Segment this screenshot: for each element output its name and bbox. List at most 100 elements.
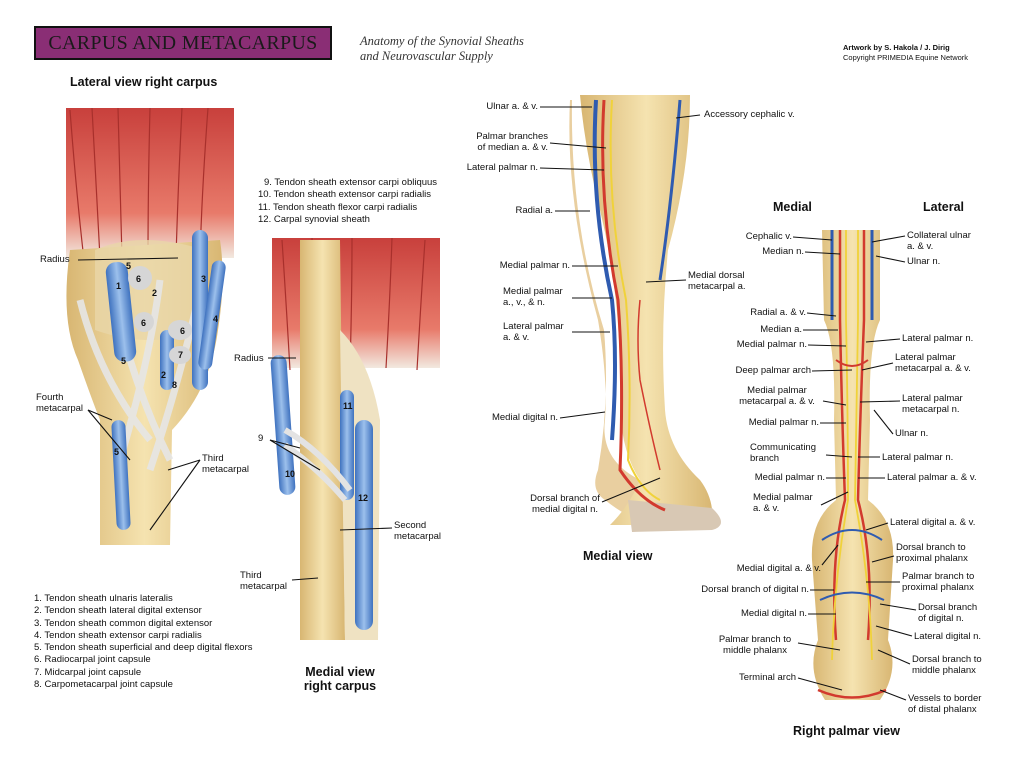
label-medial-palmar-n-3: Medial palmar n. [754, 472, 825, 483]
label-third-metacarpal-lateral-line2: metacarpal [202, 464, 249, 475]
legend-item: 12. Carpal synovial sheath [258, 213, 370, 225]
label-nine: 9 [258, 433, 264, 444]
label-palmar-branch-middle: Palmar branch to middle phalanx [712, 634, 798, 656]
label-medial-palmar-n-medial: Medial palmar n. [499, 260, 570, 271]
label-vessels-distal-phalanx-line1: Vessels to border [908, 693, 982, 704]
label-medial-palmar-avn: Medial palmar a., v., & n. [503, 286, 563, 308]
credit-line-1: Artwork by S. Hakola / J. Dirig [843, 43, 950, 52]
medial-carpus-heading: Medial view right carpus [290, 665, 390, 693]
label-median-a: Median a. [760, 324, 802, 335]
number-10: 10 [285, 469, 296, 479]
label-palmar-branches-median: Palmar branches of median a. & v. [440, 131, 548, 153]
label-dorsal-branch-digital-n-line1: Dorsal branch [918, 602, 978, 613]
label-dorsal-branch-middle-line2: middle phalanx [912, 665, 976, 676]
label-accessory-cephalic: Accessory cephalic v. [704, 109, 795, 120]
label-vessels-distal-phalanx: Vessels to border of distal phalanx [908, 693, 981, 715]
label-radius-lateral: Radius [40, 254, 70, 265]
title-banner: CARPUS AND METACARPUS [34, 26, 332, 60]
label-lateral-palmar-metacarpal-n-line1: Lateral palmar [902, 393, 963, 404]
label-deep-palmar-arch: Deep palmar arch [735, 365, 811, 376]
legend-item: 2. Tendon sheath lateral digital extenso… [34, 605, 202, 617]
label-collateral-ulnar: Collateral ulnar a. & v. [907, 230, 971, 252]
legend-item: 11. Tendon sheath flexor carpi radialis [258, 201, 418, 213]
label-lateral-palmar-av-line1: Lateral palmar [503, 321, 564, 332]
label-medial-palmar-metacarpal: Medial palmar metacarpal a. & v. [732, 385, 822, 407]
label-medial-palmar-n-1: Medial palmar n. [736, 339, 807, 350]
label-medial-palmar-av-line2: a. & v. [753, 503, 780, 514]
number-2-low: 2 [161, 370, 167, 380]
label-dorsal-branch-middle-line1: Dorsal branch to [912, 654, 982, 665]
legend-item: 8. Carpometacarpal joint capsule [34, 679, 173, 691]
subtitle: Anatomy of the Synovial Sheaths and Neur… [360, 34, 524, 64]
legend-item: 5. Tendon sheath superficial and deep di… [34, 642, 253, 654]
label-lateral-palmar-metacarpal-av: Lateral palmar metacarpal a. & v. [895, 352, 971, 374]
label-medial-palmar-metacarpal-line2: metacarpal a. & v. [739, 396, 815, 407]
label-fourth-metacarpal-line2: metacarpal [36, 403, 83, 414]
label-lateral-palmar-n-1: Lateral palmar n. [902, 333, 974, 344]
palmar-medial-heading: Medial [773, 200, 812, 214]
label-third-metacarpal-lateral: Third metacarpal [202, 453, 249, 475]
label-medial-dorsal-metacarpal-line1: Medial dorsal [688, 270, 745, 281]
medial-view-heading: Medial view [583, 549, 653, 563]
label-dorsal-branch-digital-n: Dorsal branch of digital n. [701, 584, 809, 595]
legend-item: 9. Tendon sheath extensor carpi obliquus [264, 177, 438, 188]
label-medial-palmar-n-2: Medial palmar n. [748, 417, 819, 428]
medial-leg-illustration [569, 95, 721, 532]
label-collateral-ulnar-line2: a. & v. [907, 241, 934, 252]
number-4: 4 [213, 314, 219, 324]
number-6-mid: 6 [141, 318, 147, 328]
label-lateral-digital-n: Lateral digital n. [914, 631, 982, 642]
label-lateral-palmar-av: Lateral palmar a. & v. [887, 472, 977, 483]
number-5-mid: 5 [121, 356, 127, 366]
label-medial-palmar-avn-line2: a., v., & n. [503, 297, 546, 308]
label-fourth-metacarpal: Fourth metacarpal [36, 392, 83, 414]
subtitle-line-2: and Neurovascular Supply [360, 49, 493, 63]
label-lateral-palmar-av-line2: a. & v. [503, 332, 530, 343]
label-third-metacarpal-lateral-line1: Third [202, 453, 224, 464]
label-medial-digital-av: Medial digital a. & v. [736, 563, 821, 574]
label-lateral-digital-av: Lateral digital a. & v. [890, 517, 976, 528]
label-dorsal-branch-medial-digital: Dorsal branch of medial digital n. [520, 493, 610, 515]
label-second-metacarpal-line2: metacarpal [394, 531, 441, 542]
label-lateral-palmar-metacarpal-n: Lateral palmar metacarpal n. [902, 393, 963, 415]
label-vessels-distal-phalanx-line2: of distal phalanx [908, 704, 977, 715]
medial-carpus-heading-line2: right carpus [303, 679, 377, 693]
label-cephalic-v: Cephalic v. [745, 231, 792, 242]
page-title: CARPUS AND METACARPUS [48, 31, 318, 54]
lateral-legend: 1. Tendon sheath ulnaris lateralis 2. Te… [34, 593, 252, 691]
label-lateral-palmar-metacarpal-av-line2: metacarpal a. & v. [895, 363, 971, 374]
legend-item: 1. Tendon sheath ulnaris lateralis [34, 593, 173, 604]
label-lateral-palmar-n-2: Lateral palmar n. [882, 452, 954, 463]
label-lateral-palmar-n-medial: Lateral palmar n. [466, 162, 538, 173]
label-medial-palmar-av: Medial palmar a. & v. [753, 492, 813, 514]
number-2-top: 2 [152, 288, 158, 298]
label-communicating-branch: Communicating branch [750, 442, 816, 464]
label-dorsal-branch-digital-n-line2: of digital n. [918, 613, 964, 624]
number-12: 12 [358, 493, 369, 503]
subtitle-line-1: Anatomy of the Synovial Sheaths [360, 34, 524, 48]
number-1: 1 [116, 281, 122, 291]
credit: Artwork by S. Hakola / J. Dirig Copyrigh… [843, 43, 968, 63]
label-dorsal-branch-digital-n: Dorsal branch of digital n. [918, 602, 977, 624]
label-second-metacarpal: Second metacarpal [394, 520, 441, 542]
label-radius-medial: Radius [234, 353, 264, 364]
label-ulnar-n-1: Ulnar n. [907, 256, 941, 267]
label-palmar-branch-middle-line1: Palmar branch to [718, 634, 792, 645]
label-communicating-branch-line2: branch [750, 453, 780, 464]
number-6-top: 6 [136, 274, 142, 284]
label-dorsal-branch-proximal-line2: proximal phalanx [896, 553, 968, 564]
leader-lines [77, 106, 917, 701]
number-8: 8 [172, 380, 178, 390]
label-second-metacarpal-line1: Second [394, 520, 427, 531]
label-median-n: Median n. [762, 246, 804, 257]
label-third-metacarpal-medial-line2: metacarpal [240, 581, 287, 592]
label-dorsal-branch-proximal-line1: Dorsal branch to [896, 542, 966, 553]
label-palmar-branch-proximal: Palmar branch to proximal phalanx [902, 571, 974, 593]
label-palmar-branch-middle-line2: middle phalanx [723, 645, 787, 656]
label-third-metacarpal-medial-line1: Third [240, 570, 262, 581]
label-terminal-arch: Terminal arch [738, 672, 796, 683]
label-medial-palmar-av-line1: Medial palmar [753, 492, 813, 503]
label-radial-av: Radial a. & v. [750, 307, 806, 318]
legend-item: 6. Radiocarpal joint capsule [34, 654, 151, 666]
